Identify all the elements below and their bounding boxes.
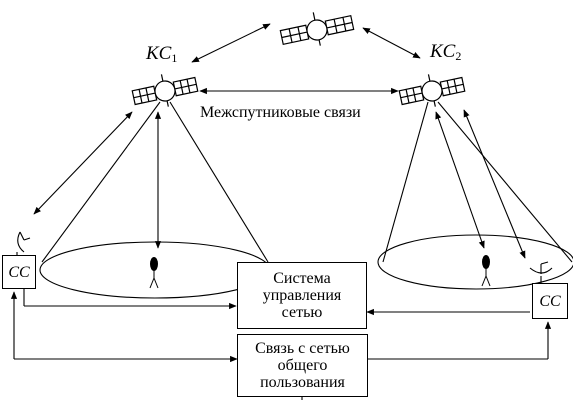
inter-satellite-links-label: Межспутниковые связи	[198, 104, 363, 121]
ground-station-left: CC	[2, 255, 36, 289]
ground-network-links	[10, 289, 552, 400]
dish-antenna-icon	[529, 261, 553, 283]
ground-station-label: CC	[8, 263, 30, 281]
network-control-line: управления	[262, 287, 342, 304]
satellite-index: 1	[171, 51, 178, 65]
public-network-line: Связь с сетью	[255, 340, 350, 357]
satellite-icon	[131, 74, 199, 107]
network-control-line: Система	[273, 270, 331, 287]
public-network-line: пользования	[260, 374, 345, 391]
satellite-icon	[398, 74, 466, 107]
satellite-label-kc1: KC1	[146, 44, 177, 64]
user-links	[154, 111, 485, 249]
inter-satellite-links	[191, 23, 421, 95]
public-network-line: общего	[277, 357, 328, 374]
satellite-name: KC	[146, 43, 172, 64]
dish-antenna-icon	[16, 231, 31, 258]
network-control-line: сетью	[281, 304, 323, 321]
user-terminal-icon	[149, 257, 159, 289]
network-control-system: Система управления сетью	[237, 262, 367, 329]
ground-station-right: CC	[532, 283, 568, 319]
ground-station-label: CC	[539, 292, 561, 310]
satellite-index: 2	[455, 49, 462, 63]
satellite-icon	[279, 12, 355, 46]
user-terminal-icon	[481, 255, 491, 287]
coverage-footprint-right	[377, 234, 573, 290]
satellite-name: KC	[430, 41, 456, 62]
public-network-gateway: Связь с сетью общего пользования	[237, 334, 368, 397]
gateway-links	[33, 109, 526, 259]
satellite-label-kc2: KC2	[430, 42, 461, 62]
